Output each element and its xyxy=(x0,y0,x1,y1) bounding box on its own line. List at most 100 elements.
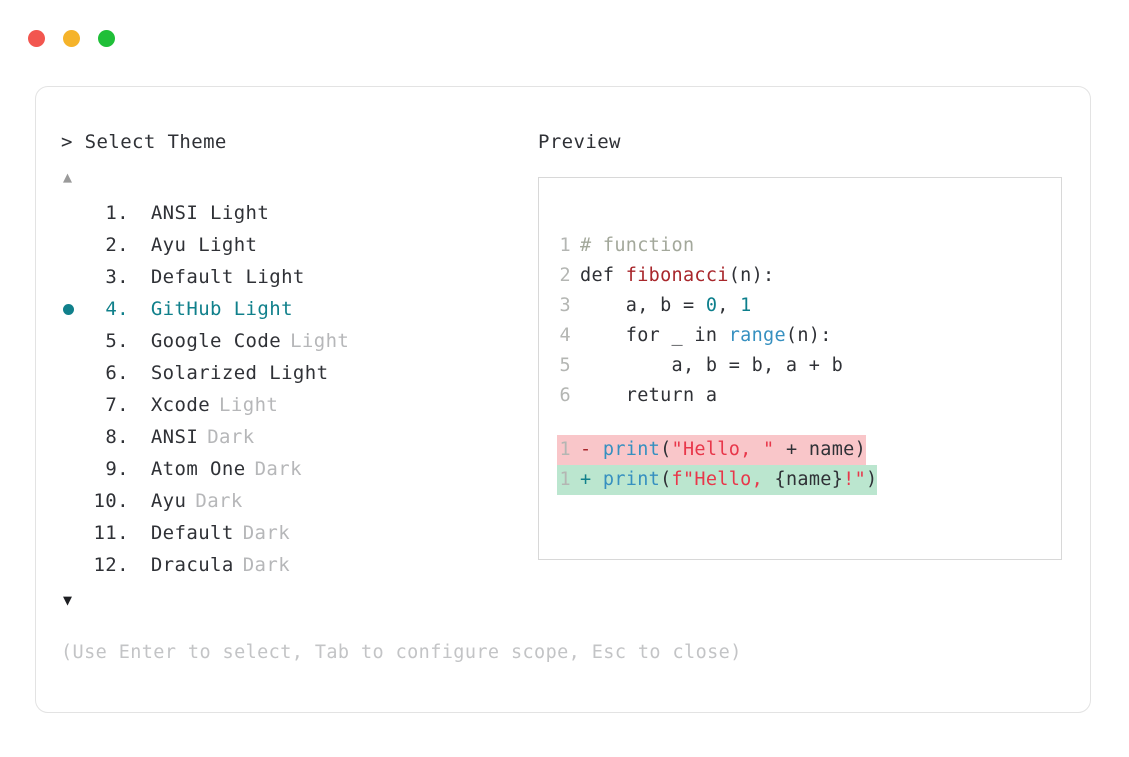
theme-item-index: 9. xyxy=(105,457,129,480)
keyboard-hint: (Use Enter to select, Tab to configure s… xyxy=(61,642,742,663)
window-traffic-lights xyxy=(28,30,115,47)
theme-list-item[interactable]: 1. ANSI Light xyxy=(61,197,531,229)
theme-item-spacer xyxy=(129,204,151,223)
diff-plus-icon: + xyxy=(580,469,603,490)
code-token: ( xyxy=(660,439,672,460)
code-token: print xyxy=(602,439,661,460)
code-line: 6 return a xyxy=(557,381,877,411)
theme-item-spacer xyxy=(129,428,151,447)
code-token: + name) xyxy=(774,439,867,460)
theme-list-item[interactable]: 3. Default Light xyxy=(61,261,531,293)
theme-list-item[interactable]: 8. ANSI Dark xyxy=(61,421,531,453)
theme-item-spacer xyxy=(129,492,151,511)
code-token: 0 xyxy=(705,295,718,316)
theme-item-spacer xyxy=(129,556,151,575)
theme-item-variant: Light xyxy=(219,393,279,416)
minimize-window-button[interactable] xyxy=(63,30,80,47)
theme-list-item[interactable]: 10. Ayu Dark xyxy=(61,485,531,517)
code-line-number: 2 xyxy=(559,265,571,286)
code-token: (n): xyxy=(785,325,832,346)
code-token: , xyxy=(717,295,741,316)
theme-list-item[interactable]: 7. Xcode Light xyxy=(61,389,531,421)
code-token: a, b = xyxy=(580,295,706,316)
theme-item-variant: Dark xyxy=(207,425,255,448)
theme-item-name: Default Light xyxy=(150,265,305,288)
code-token: range xyxy=(728,325,786,346)
code-token: (n): xyxy=(728,265,775,286)
code-token: {name} xyxy=(774,469,844,490)
code-token: "Hello, " xyxy=(671,439,775,460)
theme-item-name: Solarized Light xyxy=(150,361,329,384)
theme-item-spacer xyxy=(129,332,151,351)
theme-item-index: 5. xyxy=(105,329,129,352)
selected-bullet-icon xyxy=(63,303,74,315)
code-line-number: 5 xyxy=(559,355,571,376)
code-token: ( xyxy=(660,469,672,490)
theme-item-spacer xyxy=(129,396,151,415)
theme-item-name: Dracula xyxy=(150,553,234,576)
theme-item-variant: Dark xyxy=(242,521,291,544)
selection-bullet-slot xyxy=(61,303,89,315)
code-line: 1 # function xyxy=(557,231,877,261)
code-line-number: 1 xyxy=(559,235,571,256)
code-line-number: 4 xyxy=(559,325,571,346)
theme-item-index: 11. xyxy=(93,521,129,544)
theme-list-item[interactable]: 6. Solarized Light xyxy=(61,357,531,389)
code-token: !" xyxy=(843,469,867,490)
theme-item-index: 6. xyxy=(105,361,129,384)
theme-item-index: 4. xyxy=(105,297,129,320)
theme-list-item[interactable]: 9. Atom One Dark xyxy=(61,453,531,485)
theme-item-index: 12. xyxy=(93,553,129,576)
theme-item-index: 8. xyxy=(105,425,129,448)
code-line-number: 1 xyxy=(559,469,571,490)
theme-item-index: 1. xyxy=(105,201,129,224)
theme-item-name: GitHub Light xyxy=(150,297,293,320)
theme-item-name: ANSI xyxy=(150,425,199,448)
theme-item-variant: Dark xyxy=(195,489,243,512)
code-token: def xyxy=(580,265,626,286)
prompt-label: > Select Theme xyxy=(61,131,227,153)
theme-item-index: 7. xyxy=(105,393,129,416)
theme-item-spacer xyxy=(129,460,151,479)
maximize-window-button[interactable] xyxy=(98,30,115,47)
theme-item-spacer xyxy=(129,364,151,383)
diff-removed-line: 1- print("Hello, " + name) xyxy=(557,435,867,465)
code-token: fibonacci xyxy=(625,265,729,286)
theme-item-name: Ayu Light xyxy=(150,233,258,256)
theme-list-item[interactable]: 4. GitHub Light xyxy=(61,293,531,325)
theme-item-variant: Dark xyxy=(254,457,302,480)
code-token: f"Hello, xyxy=(671,469,775,490)
theme-item-name: Ayu xyxy=(150,489,187,512)
theme-item-name: Xcode xyxy=(150,393,211,416)
theme-item-name: Atom One xyxy=(150,457,246,480)
theme-list-item[interactable]: 2. Ayu Light xyxy=(61,229,531,261)
theme-item-index: 2. xyxy=(105,233,129,256)
theme-item-index: 10. xyxy=(93,489,129,512)
close-window-button[interactable] xyxy=(28,30,45,47)
code-blank-line xyxy=(557,411,877,435)
code-token: print xyxy=(602,469,661,490)
theme-item-index: 3. xyxy=(105,265,129,288)
code-token: for _ in xyxy=(580,325,729,346)
scroll-down-icon[interactable]: ▼ xyxy=(63,591,73,609)
diff-line-row: 1+ print(f"Hello, {name}!") xyxy=(557,465,878,495)
theme-item-spacer xyxy=(129,236,151,255)
code-line-number: 1 xyxy=(559,439,571,460)
code-token: # function xyxy=(580,235,695,256)
theme-item-variant: Light xyxy=(290,329,350,352)
theme-item-spacer xyxy=(129,268,151,287)
code-line: 5 a, b = b, a + b xyxy=(557,351,877,381)
code-line-number: 6 xyxy=(559,385,571,406)
theme-item-spacer xyxy=(129,300,151,319)
diff-line-row: 1- print("Hello, " + name) xyxy=(557,435,877,465)
scroll-up-icon[interactable]: ▲ xyxy=(63,168,73,186)
preview-label: Preview xyxy=(538,131,621,153)
